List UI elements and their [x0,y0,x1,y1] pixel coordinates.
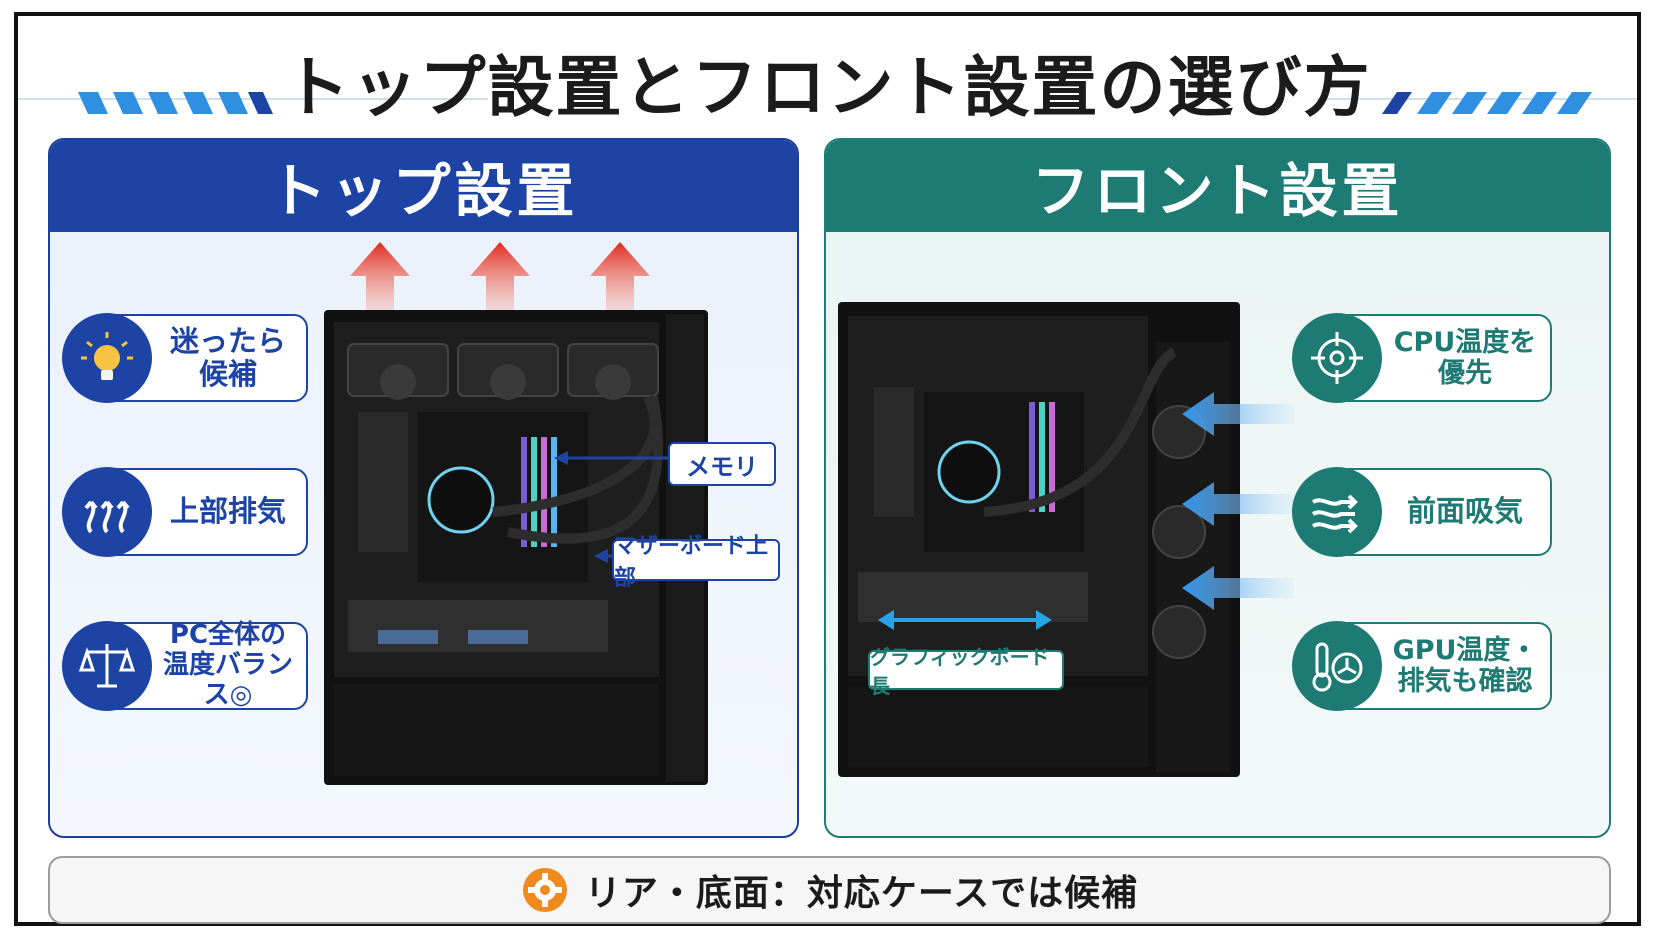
feature-label-line2: 排気も確認 [1397,666,1533,697]
balance-scale-icon [62,621,152,711]
intake-arrows [1182,392,1294,610]
feature-label-line1: PC全体の [169,620,287,651]
feature-label-line2: 温度バランス◎ [162,650,293,710]
thermometer-fan-icon [1292,621,1382,711]
front-mount-header: フロント設置 [826,140,1609,232]
target-icon [1292,313,1382,403]
feature-label-line1: GPU温度・ [1392,634,1538,666]
feature-gpu-temp-exhaust-check: GPU温度・ 排気も確認 [1292,621,1552,711]
pc-case-top-mount-illustration [324,242,708,785]
front-mount-body: グラフィックボード長 CPU温度を優先 前面吸気 GPU温度・ [826,232,1609,836]
memory-callout: メモリ [668,442,776,486]
stripe-decoration-right [1382,92,1592,114]
feature-recommended-default: 迷ったら候補 [62,313,308,403]
feature-label: 上部排気 [169,494,286,529]
infographic-frame: トップ設置とフロント設置の選び方 トップ設置 [14,12,1641,926]
top-mount-body: メモリ マザーボード上部 迷ったら候補 上部排気 PC全体の [50,232,797,836]
feature-top-exhaust: 上部排気 [62,467,308,557]
memory-sticks [521,437,557,547]
airflow-icon [1292,467,1382,557]
lightbulb-icon [62,313,152,403]
bottom-note-bar: リア・底面：対応ケースでは候補 [48,856,1611,924]
heat-waves-icon [62,467,152,557]
top-mount-header: トップ設置 [50,140,797,232]
feature-label: 前面吸気 [1406,494,1523,529]
bottom-note-text: リア・底面：対応ケースでは候補 [584,873,1139,914]
front-mount-panel: フロント設置 [824,138,1611,838]
feature-label: 迷ったら候補 [169,323,286,391]
feature-cpu-temp-priority: CPU温度を優先 [1292,313,1552,403]
feature-label: CPU温度を優先 [1393,326,1537,389]
pc-case-front-mount-illustration [838,302,1294,777]
page-title: トップ設置とフロント設置の選び方 [283,49,1372,126]
top-mount-panel: トップ設置 [48,138,799,838]
gpu-length-callout: グラフィックボード長 [868,645,1064,698]
exhaust-arrows [350,242,650,312]
motherboard-top-callout: マザーボード上部 [612,534,780,591]
feature-overall-temp-balance: PC全体の 温度バランス◎ [62,620,308,711]
feature-front-intake: 前面吸気 [1292,467,1552,557]
gear-icon [522,868,567,912]
stripe-decoration-left [78,92,273,114]
